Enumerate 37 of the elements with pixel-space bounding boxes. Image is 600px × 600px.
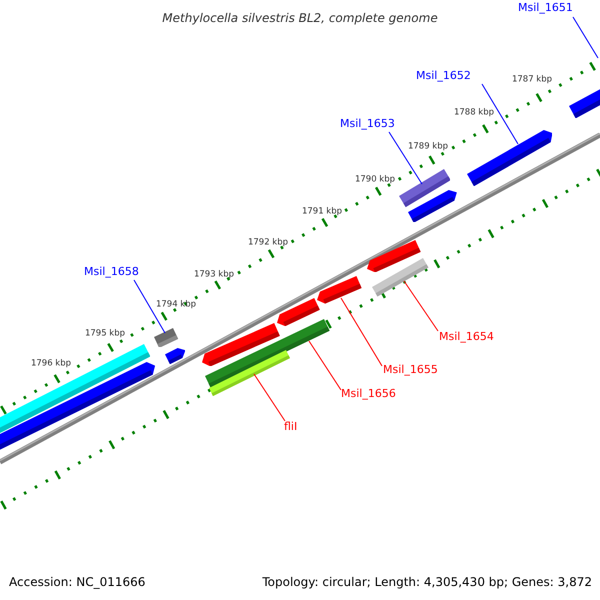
leader-line	[572, 16, 598, 58]
scale-label: 1793 kbp	[194, 268, 234, 282]
gene-segment	[277, 298, 320, 326]
gene-segment	[408, 190, 457, 222]
gene-segment	[209, 350, 290, 396]
scale-label: 1789 kbp	[408, 140, 448, 154]
gene-label: Msil_1653	[340, 117, 395, 130]
gene-label: Msil_1652	[416, 69, 471, 82]
gene-label: Msil_1656	[341, 387, 396, 400]
scale-label: 1792 kbp	[248, 236, 288, 250]
map-title: Methylocella silvestris BL2, complete genome	[162, 10, 438, 27]
gene-segment	[317, 276, 362, 304]
gene-segment	[154, 328, 179, 348]
leader-line	[254, 374, 286, 422]
gene-segment	[466, 130, 552, 186]
leader-line	[404, 280, 438, 332]
gene-label: Msil_1651	[518, 1, 573, 14]
leader-line	[308, 340, 342, 390]
scale-label: 1791 kbp	[302, 206, 342, 218]
accession-text: Accession: NC_011666	[9, 574, 146, 591]
leader-line	[134, 280, 166, 334]
gene-label: fliI	[284, 420, 298, 433]
leader-line	[388, 132, 422, 184]
gene-label: Msil_1655	[383, 363, 438, 376]
gene-segment	[164, 348, 185, 364]
leader-line	[340, 298, 382, 366]
scale-label: 1794 kbp	[156, 298, 196, 312]
leader-line	[482, 84, 518, 144]
gene-segment	[367, 240, 421, 272]
genome-stats-text: Topology: circular; Length: 4,305,430 bp; Genes: 3,872	[262, 574, 592, 591]
scale-label: 1790 kbp	[354, 174, 396, 186]
scale-label: 1796 kbp	[30, 358, 72, 370]
scale-label: 1788 kbp	[454, 106, 494, 120]
gene-label: Msil_1658	[84, 265, 139, 278]
scale-label: 1795 kbp	[84, 328, 126, 340]
gene-label: Msil_1654	[439, 330, 494, 343]
scale-label: 1787 kbp	[512, 74, 552, 86]
